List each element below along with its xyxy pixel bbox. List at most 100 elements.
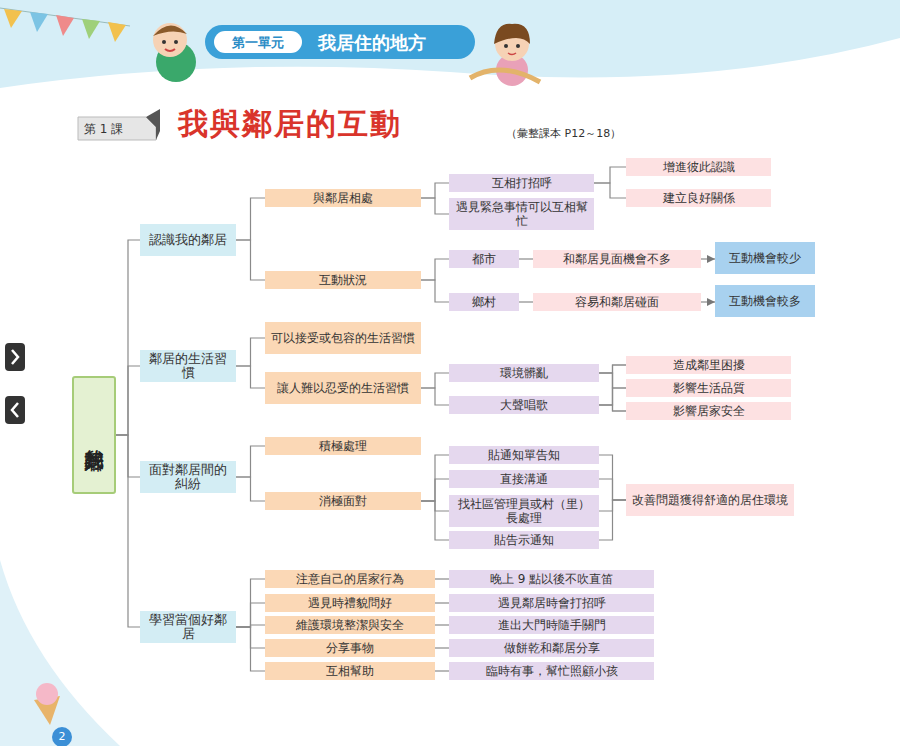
node-text: 容易和鄰居碰面 [575,295,659,309]
node-text: 和鄰居見面機會不多 [563,252,671,266]
connector-line [421,183,449,198]
topic-box: 貼告示通知 [449,531,599,549]
connector-line [421,479,449,501]
node-text: 維護環境整潔與安全 [296,618,404,632]
boy-illustration [153,23,196,82]
bunting-flag [56,15,74,36]
node-text: 分享事物 [326,641,374,655]
bunting-flag [82,19,100,39]
topic-box: 增進彼此認識 [626,158,771,176]
topic-box: 影響生活品質 [626,379,791,397]
node-text: 都市 [472,252,496,266]
node-text: 晚上 9 點以後不吹直笛 [490,572,613,586]
connector-line [236,446,265,477]
connector-line [519,301,533,302]
node-text: 面對鄰居間的糾紛 [146,463,230,491]
connector-line [236,198,265,240]
node-text: 影響生活品質 [673,381,745,395]
topic-box: 都市 [449,250,519,268]
connector-line [116,435,140,627]
connector-line [599,500,626,540]
lesson-number: 第 1 課 [84,121,123,138]
topic-box: 臨時有事，幫忙照顧小孩 [449,662,654,680]
connector-line [594,183,626,198]
topic-box: 互動機會較少 [715,242,815,274]
connector-line [435,670,449,671]
connector-line [435,578,449,579]
topic-box: 鄉村 [449,293,519,311]
connector-line [236,338,265,366]
node-text: 建立良好關係 [663,191,735,205]
topic-box: 容易和鄰居碰面 [533,293,701,311]
topic-box: 分享事物 [265,639,435,657]
node-text: 互相打招呼 [492,176,552,190]
connector-line [421,198,449,214]
topic-box: 環境髒亂 [449,364,599,382]
topic-box: 改善問題獲得舒適的居住環境 [626,484,794,516]
topic-box: 晚上 9 點以後不吹直笛 [449,570,654,588]
topic-box: 遇見鄰居時會打招呼 [449,594,654,612]
node-text: 鄰居的生活習慣 [146,352,230,380]
node-text: 貼通知單告知 [488,448,560,462]
node-text: 影響居家安全 [673,404,745,418]
bunting-flag [30,12,48,32]
topic-box: 貼通知單告知 [449,446,599,464]
topic-box: 做餅乾和鄰居分享 [449,639,654,657]
connector-line [701,258,715,259]
connector-line [236,603,265,627]
bunting-flag [4,9,22,28]
unit-banner [205,25,475,59]
topic-box: 造成鄰里困擾 [626,356,791,374]
ice-cream-scoop [36,683,58,705]
node-text: 進出大門時隨手關門 [498,618,606,632]
topic-box: 互動機會較多 [715,285,815,317]
topic-box: 認識我的鄰居 [140,224,236,256]
topic-box: 和鄰居見面機會不多 [533,250,701,268]
node-text: 環境髒亂 [500,366,548,380]
connector-line [236,366,265,388]
nav-chevron [12,403,18,417]
connector-line [421,373,449,388]
node-text: 造成鄰里困擾 [673,358,745,372]
node-text: 遇見時禮貌問好 [308,596,392,610]
node-text: 互動機會較少 [729,251,801,265]
connector-line [594,167,626,183]
connector-line [599,479,626,500]
unit-number: 第一單元 [218,34,298,52]
topic-box: 互相幫助 [265,662,435,680]
topic-box: 影響居家安全 [626,402,791,420]
node-text: 直接溝通 [500,472,548,486]
node-text: 消極面對 [319,494,367,508]
connector-line [435,647,449,648]
topic-box: 大聲唱歌 [449,396,599,414]
connector-line [599,455,626,500]
lesson-tab-edge [146,109,160,140]
connector-line [701,301,715,302]
connector-line [236,477,265,501]
node-text: 可以接受或包容的生活習慣 [271,331,415,345]
topic-box: 遇見緊急事情可以互相幫忙 [449,198,594,230]
connector-line [599,405,626,411]
topic-box: 我的好鄰居 [72,376,116,494]
unit-title: 我居住的地方 [318,31,426,55]
node-text: 我的好鄰居 [83,433,105,438]
unit-pill [214,31,302,53]
connector-line [599,388,626,405]
node-text: 讓人難以忍受的生活習慣 [277,381,409,395]
topic-box: 學習當個好鄰居 [140,611,236,643]
header-band [0,0,900,88]
topic-box: 建立良好關係 [626,189,771,207]
topic-box: 面對鄰居間的糾紛 [140,461,236,493]
node-text: 互動狀況 [319,273,367,287]
node-text: 與鄰居相處 [313,191,373,205]
node-text: 學習當個好鄰居 [146,613,230,641]
nav-button [5,343,25,371]
connector-line [435,602,449,603]
node-text: 貼告示通知 [494,533,554,547]
page-reference: （彙整課本 P12～18） [506,126,621,141]
node-text: 臨時有事，幫忙照顧小孩 [486,664,618,678]
node-text: 遇見鄰居時會打招呼 [498,596,606,610]
topic-box: 讓人難以忍受的生活習慣 [265,372,421,404]
topic-box: 遇見時禮貌問好 [265,594,435,612]
